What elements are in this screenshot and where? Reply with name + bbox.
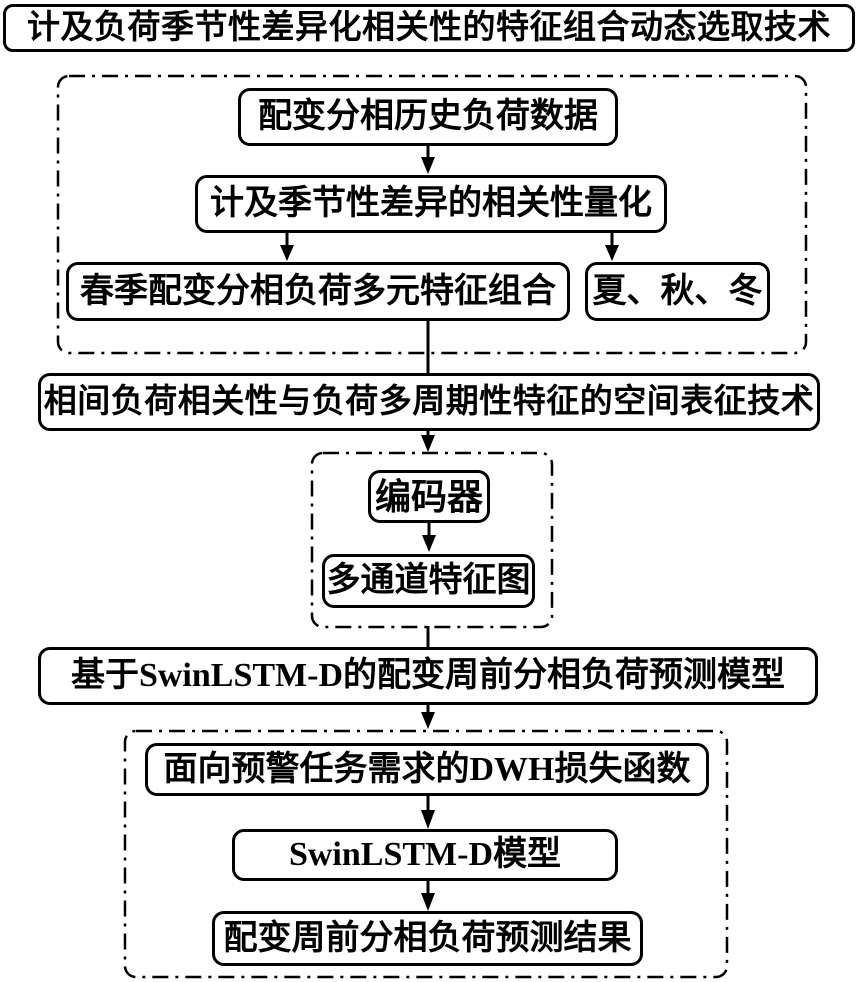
other-seasons-box: 夏、秋、冬 [585, 262, 770, 321]
spring-feature-combo-box: 春季配变分相负荷多元特征组合 [66, 262, 570, 321]
loss-function-box: 面向预警任务需求的DWH损失函数 [145, 743, 709, 796]
correlation-quantification-box: 计及季节性差异的相关性量化 [195, 175, 667, 233]
arrowhead-icon [421, 810, 435, 829]
arrow-model-to-prediction [421, 704, 435, 729]
arrow-history-to-quantification [421, 146, 435, 174]
arrow-encoder-to-featuremap [422, 522, 436, 552]
stage2-dashed-container [310, 451, 554, 629]
arrowhead-icon [421, 157, 435, 174]
arrow-quantification-to-spring [280, 233, 294, 261]
arrowhead-icon [421, 435, 435, 452]
arrow-model-to-result [421, 881, 435, 911]
prediction-model-banner-box: 基于SwinLSTM-D的配变周前分相负荷预测模型 [38, 647, 818, 705]
stage1-dashed-container [56, 74, 808, 355]
arrowhead-icon [422, 535, 436, 552]
history-data-box: 配变分相历史负荷数据 [238, 88, 618, 146]
arrowhead-icon [605, 245, 619, 261]
arrow-quantification-to-seasons [605, 233, 619, 261]
arrowhead-icon [421, 712, 435, 729]
swinlstm-model-box: SwinLSTM-D模型 [232, 829, 618, 881]
encoder-box: 编码器 [368, 470, 490, 523]
arrow-loss-to-model [421, 794, 435, 829]
top-banner-box: 计及负荷季节性差异化相关性的特征组合动态选取技术 [3, 4, 855, 52]
spatial-representation-box: 相间负荷相关性与负荷多周期性特征的空间表征技术 [38, 373, 820, 431]
arrow-spatial-to-encoding [421, 430, 435, 452]
stage3-dashed-container [123, 729, 729, 979]
feature-map-box: 多通道特征图 [322, 554, 535, 608]
arrowhead-icon [280, 245, 294, 261]
prediction-result-box: 配变周前分相负荷预测结果 [212, 911, 643, 966]
arrowhead-icon [421, 893, 435, 911]
